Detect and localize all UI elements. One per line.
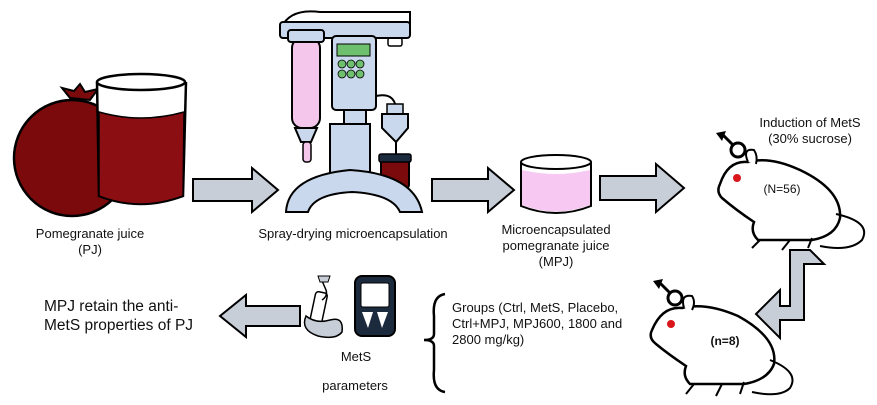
arrow-spray-to-mpj xyxy=(431,165,516,215)
male-symbol-icon xyxy=(653,279,684,307)
arrow-mpj-to-induction xyxy=(599,161,686,215)
spray-dryer-icon xyxy=(279,10,424,213)
label-groups: Groups (Ctrl, MetS, Placebo, Ctrl+MPJ, M… xyxy=(452,300,623,347)
label-parameters: parameters xyxy=(322,378,388,393)
arrow-to-conclusion xyxy=(218,292,301,340)
label-mpj: Microencapsulated pomegranate juice (MPJ… xyxy=(501,222,611,269)
test-strip-icon xyxy=(303,275,343,339)
glucometer-icon xyxy=(354,275,396,337)
arrow-pj-to-spray xyxy=(192,165,280,215)
label-pomegranate-juice: Pomegranate juice (PJ) xyxy=(35,226,145,257)
mpj-container-icon xyxy=(520,154,592,214)
label-mets: MetS xyxy=(340,349,372,364)
juice-glass-icon xyxy=(95,72,188,206)
curly-brace-icon xyxy=(423,292,446,394)
label-induction: Induction of MetS (30% sucrose) xyxy=(759,115,861,146)
label-n8: (n=8) xyxy=(710,334,740,348)
rat-icon xyxy=(717,148,866,251)
rat-icon xyxy=(649,294,794,397)
label-spray-drying: Spray-drying microencapsulation xyxy=(258,226,448,241)
label-n56: (N=56) xyxy=(763,182,801,196)
male-symbol-icon xyxy=(716,131,747,159)
return-arrow xyxy=(754,249,827,341)
label-conclusion: MPJ retain the anti- MetS properties of … xyxy=(44,298,194,334)
